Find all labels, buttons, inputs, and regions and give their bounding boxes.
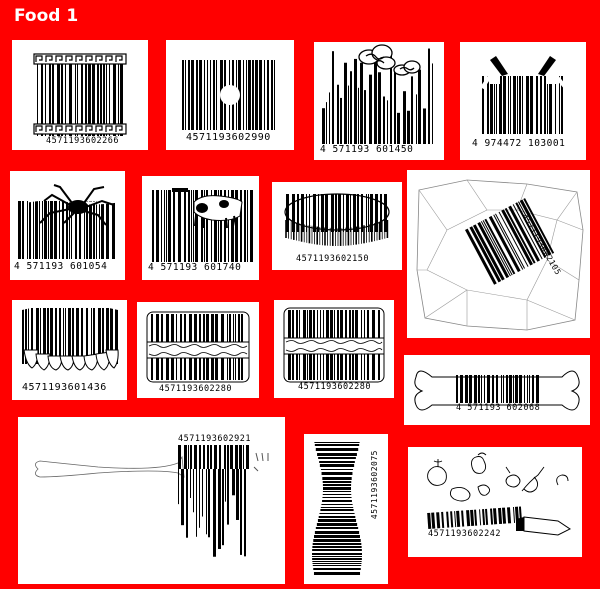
spider-barcode-art [18,184,119,259]
barcode-card-greek-key[interactable]: 4571193602266 [12,40,148,150]
cake-barcode-art [284,193,390,246]
barcode-number: 4571193602242 [428,529,502,539]
barcode-card-bone[interactable]: 4 571193 602068 [404,355,590,425]
barcode-number: 4 571193 601054 [14,261,108,272]
apron-barcode-art [480,56,568,134]
barcode-card-fork[interactable]: 4571193602921 [18,417,285,584]
vase-barcode-art [312,442,362,575]
bone-barcode-art [414,370,580,411]
dot-barcode-art [182,60,275,130]
barcode-number: 4571193602990 [186,132,271,143]
barcode-card-teeth[interactable]: 4571193601436 [12,300,127,400]
cow-barcode-art [152,188,253,262]
barcode-card-city-clouds[interactable]: 4 571193 601450 [314,42,444,160]
barcode-card-spider[interactable]: 4 571193 601054 [10,171,125,280]
barcode-number: 4571193602266 [46,136,120,146]
page-title: Food 1 [14,6,79,26]
barcode-number: 4571193602150 [296,254,370,264]
sandwich-2-barcode-art [283,307,385,383]
teeth-barcode-art [22,304,119,371]
fork-barcode-art [35,445,269,557]
knife-icon [523,516,571,536]
barcode-number: 4571193601436 [22,382,107,393]
barcode-card-sandwich-2[interactable]: 4571193602280 [274,300,394,398]
barcode-card-cow[interactable]: 4 571193 601740 [142,176,259,280]
paper-package-barcode-art [416,179,584,331]
barcode-card-paper-package[interactable]: 4571193602105 [407,170,590,338]
barcode-number: 4571193602280 [298,382,372,392]
barcode-card-vase[interactable]: 4571193602075 [304,434,388,584]
teeth-icon [23,349,119,371]
barcode-number: 4571193602280 [159,384,233,394]
barcode-card-apron[interactable]: 4 974472 103001 [460,42,586,160]
barcode-number: 4571193602075 [370,450,379,520]
greek-key-barcode-art [33,53,127,136]
barcode-card-cake[interactable]: 4571193602150 [272,182,402,270]
barcode-number: 4571193602921 [178,434,252,444]
cloud-icon [358,44,421,76]
cow-icon [193,195,243,229]
barcode-number: 4 571193 602068 [456,403,541,413]
cake-side [285,220,389,246]
barcode-number: 4 571193 601450 [320,144,414,155]
barcode-card-dot[interactable]: 4571193602990 [166,40,294,150]
barcode-card-sandwich-1[interactable]: 4571193602280 [137,302,259,398]
barcode-number: 4 571193 601740 [148,262,242,273]
barcode-card-vegetables-knife[interactable]: 4571193602242 [408,447,582,557]
spider-icon [39,184,115,226]
city-clouds-barcode-art [322,44,433,145]
vegetables-knife-barcode-art [427,452,571,536]
sandwich-1-barcode-art [146,311,250,383]
barcode-number: 4 974472 103001 [472,138,566,149]
vegetables-icon [427,452,569,502]
